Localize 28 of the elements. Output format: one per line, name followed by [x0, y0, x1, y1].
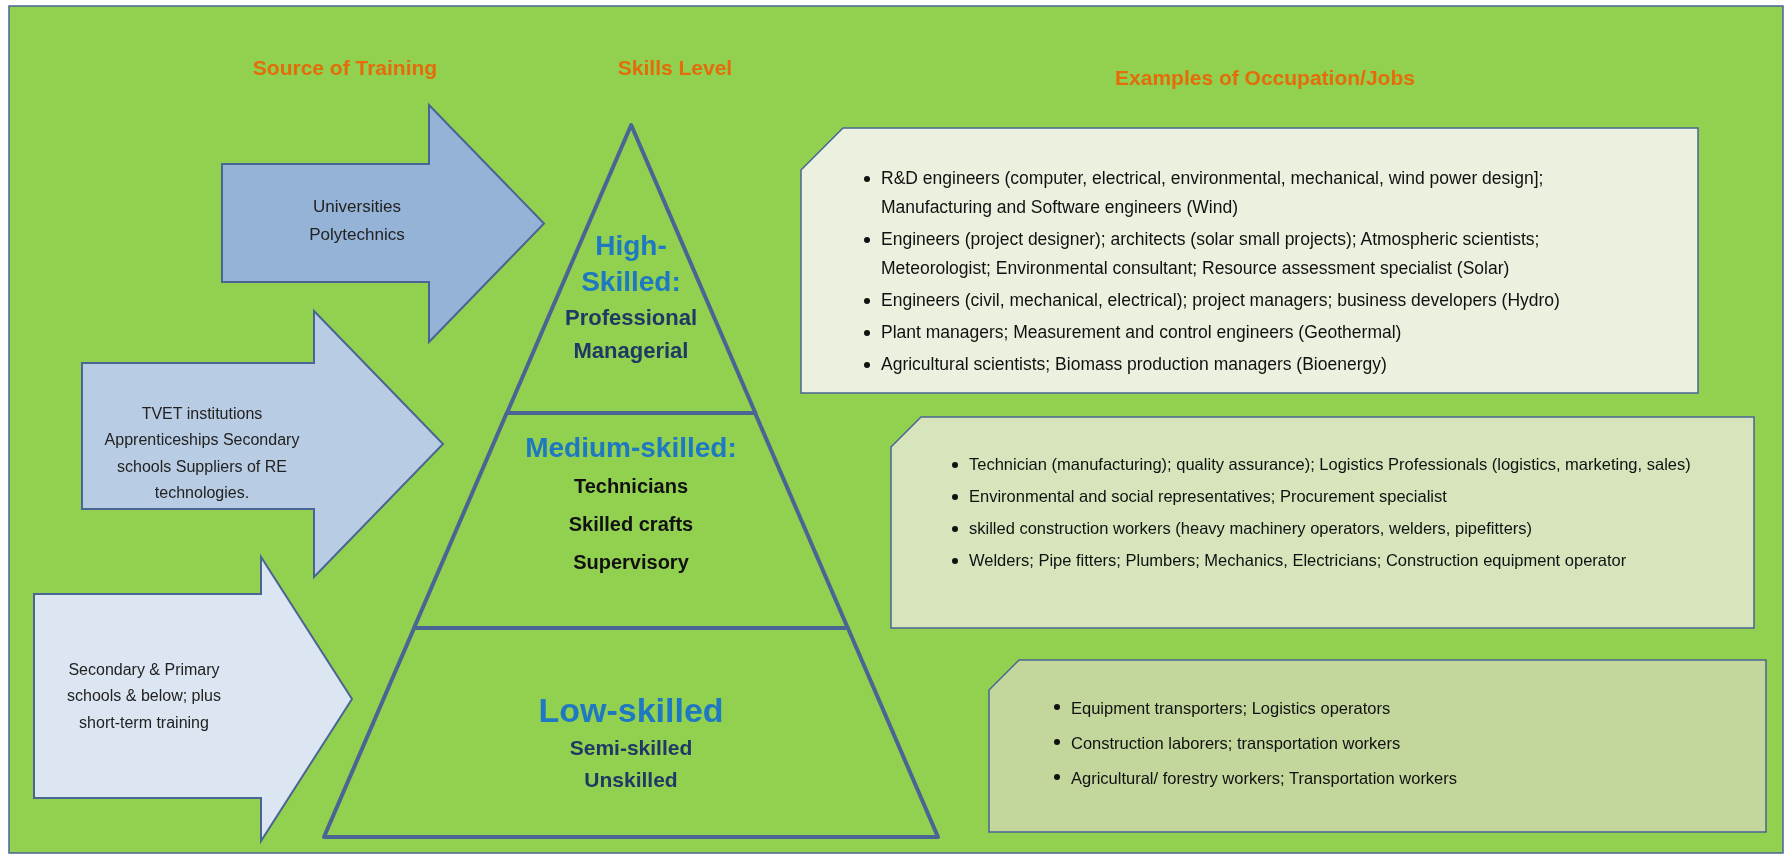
- skill-level-text: Technicians: [573, 474, 689, 500]
- training-source-text: Universities Polytechnics: [308, 196, 406, 247]
- job-example: Agricultural scientists; Biomass production managers (Bioenergy): [861, 350, 1561, 379]
- job-example: skilled construction workers (heavy machinery operators, welders, pipefitters): [949, 514, 1709, 543]
- job-example: Welders; Pipe fitters; Plumbers; Mechanics, Electricians; Construction equipment operator: [949, 546, 1709, 575]
- skill-level-text: Semi-skilled: [569, 735, 693, 762]
- skill-level-text: Professional: [564, 303, 697, 332]
- job-example: R&D engineers (computer, electrical, environmental, mechanical, wind power design]; Manufacturing and Software engineers (Wind): [861, 164, 1561, 222]
- skill-level-heading: Low-skilled: [538, 690, 724, 731]
- job-example: Engineers (project designer); architects (solar small projects); Atmospheric scientists; Meteorologist; Environmental consultant; Resource assessment specialist (Solar): [861, 225, 1561, 283]
- skill-level-text: Supervisory: [573, 550, 689, 576]
- job-example: Equipment transporters; Logistics operators: [1051, 692, 1731, 724]
- training-source-text: Secondary & Primary schools & below; plus short-term training: [66, 660, 222, 733]
- training-source-text: TVET institutions Apprenticeships Secondary schools Suppliers of RE technologies.: [103, 404, 301, 504]
- job-example: Plant managers; Measurement and control engineers (Geothermal): [861, 318, 1561, 347]
- column-heading: Skills Level: [617, 56, 733, 80]
- column-heading: Source of Training: [252, 56, 438, 80]
- job-example: Agricultural/ forestry workers; Transportation workers: [1051, 762, 1731, 794]
- skill-level-text: Skilled crafts: [568, 512, 694, 538]
- skill-level-text: Unskilled: [584, 766, 678, 793]
- skill-level-text: Managerial: [573, 336, 689, 365]
- job-example: Technician (manufacturing); quality assurance); Logistics Professionals (logistics, marketing, sales): [949, 450, 1709, 479]
- job-example: Engineers (civil, mechanical, electrical); project managers; business developers (Hydro): [861, 286, 1561, 315]
- skill-level-heading: High-Skilled:: [580, 229, 682, 300]
- column-heading: Examples of Occupation/Jobs: [1115, 66, 1415, 90]
- job-example: Environmental and social representatives; Procurement specialist: [949, 482, 1709, 511]
- job-example: Construction laborers; transportation workers: [1051, 727, 1731, 759]
- skill-level-heading: Medium-skilled:: [525, 431, 737, 465]
